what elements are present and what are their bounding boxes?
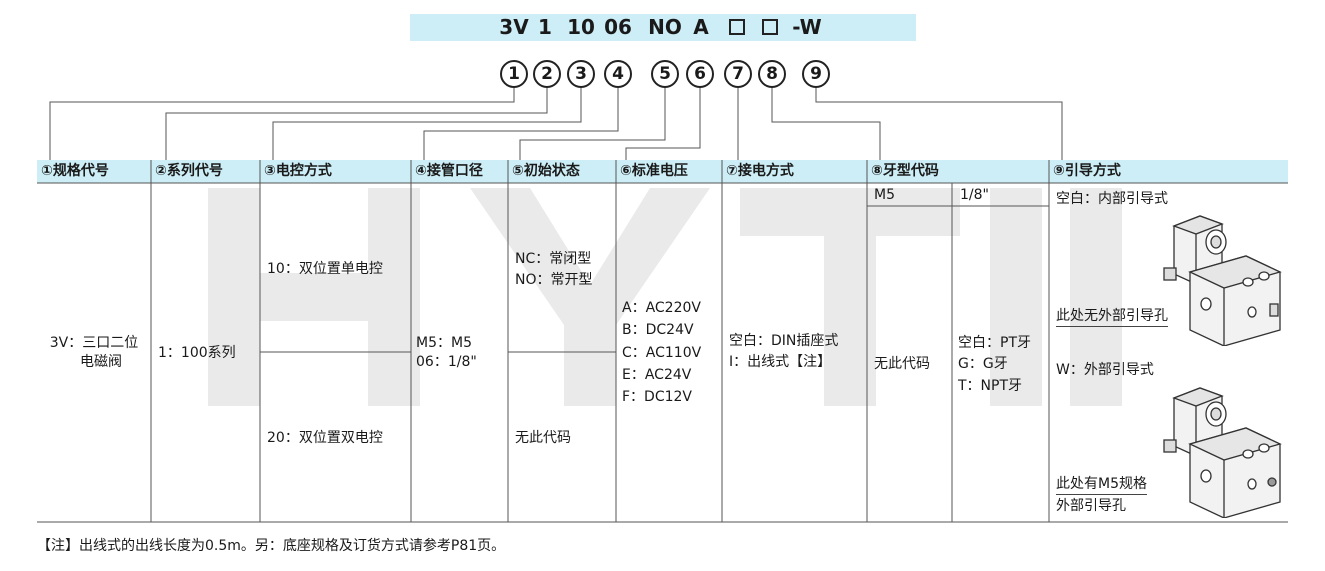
header-port-size: ④接管口径 <box>415 163 483 179</box>
col4-06: 06：1/8" <box>416 354 477 370</box>
col3-double-control: 20：双位置双电控 <box>267 430 383 446</box>
code-token-1: 1 <box>538 15 552 39</box>
circled-number-8: 8 <box>758 60 786 88</box>
col9-internal-title: 空白：内部引导式 <box>1056 191 1168 207</box>
circled-number-4: 4 <box>604 60 632 88</box>
circled-number-6: 6 <box>686 60 714 88</box>
code-token-10: 10 <box>567 15 595 39</box>
valve-external-pilot-image <box>1163 387 1282 518</box>
col8-g: G：G牙 <box>958 356 1008 372</box>
header-wiring-mode: ⑦接电方式 <box>726 163 794 179</box>
table-header-bar <box>37 160 1288 183</box>
col3-single-control: 10：双位置单电控 <box>267 261 383 277</box>
col7-lead-wire: I：出线式【注】 <box>729 354 832 370</box>
code-token-a: A <box>693 15 709 39</box>
circled-number-3: 3 <box>567 60 595 88</box>
col6-voltage-b: B：DC24V <box>622 322 694 338</box>
circled-number-9: 9 <box>802 60 830 88</box>
footnote: 【注】出线式的出线长度为0.5m。另：底座规格及订货方式请参考P81页。 <box>37 538 506 554</box>
header-spec-code: ①规格代号 <box>41 163 109 179</box>
col6-voltage-c: C：AC110V <box>622 345 702 361</box>
col6-voltage-a: A：AC220V <box>622 300 701 316</box>
header-pilot-mode: ⑨引导方式 <box>1053 163 1121 179</box>
header-initial-state: ⑤初始状态 <box>512 163 580 179</box>
code-token-no: NO <box>648 15 682 39</box>
col5-nc: NC：常闭型 <box>515 251 592 267</box>
header-thread-code: ⑧牙型代码 <box>871 163 939 179</box>
col8-npt: T：NPT牙 <box>958 378 1023 394</box>
circled-number-7: 7 <box>724 60 752 88</box>
valve-internal-pilot-image <box>1163 215 1282 346</box>
header-control-mode: ③电控方式 <box>264 163 332 179</box>
col1-line2: 电磁阀 <box>80 354 122 370</box>
header-standard-voltage: ⑥标准电压 <box>620 163 688 179</box>
col6-voltage-e: E：AC24V <box>622 367 692 383</box>
col9-m5-external-hole-label-1: 此处有M5规格 <box>1056 474 1147 495</box>
code-blank-box-2 <box>762 19 778 35</box>
header-series-code: ②系列代号 <box>155 163 223 179</box>
circled-number-5: 5 <box>651 60 679 88</box>
code-blank-box-1 <box>729 19 745 35</box>
col8-sub-18: 1/8" <box>960 187 989 203</box>
circled-number-1: 1 <box>500 60 528 88</box>
model-code-bar <box>410 14 916 41</box>
col4-m5: M5：M5 <box>416 335 472 351</box>
col9-m5-external-hole-label-2: 外部引导孔 <box>1056 498 1126 514</box>
col2-series: 1：100系列 <box>158 345 236 361</box>
col9-no-external-hole-label: 此处无外部引导孔 <box>1056 306 1168 327</box>
col5-none: 无此代码 <box>515 430 571 446</box>
col6-voltage-f: F：DC12V <box>622 389 692 405</box>
col1-line1: 3V：三口二位 <box>49 335 139 351</box>
col9-external-title: W：外部引导式 <box>1056 362 1154 378</box>
code-token-3v: 3V <box>499 15 529 39</box>
code-token-06: 06 <box>604 15 632 39</box>
col5-no: NO：常开型 <box>515 272 593 288</box>
circled-number-2: 2 <box>533 60 561 88</box>
col8-none: 无此代码 <box>874 356 930 372</box>
col8-sub-m5: M5 <box>874 187 895 203</box>
code-token-w: -W <box>792 15 822 39</box>
col7-din: 空白：DIN插座式 <box>729 333 839 349</box>
col8-pt: 空白：PT牙 <box>958 335 1031 351</box>
